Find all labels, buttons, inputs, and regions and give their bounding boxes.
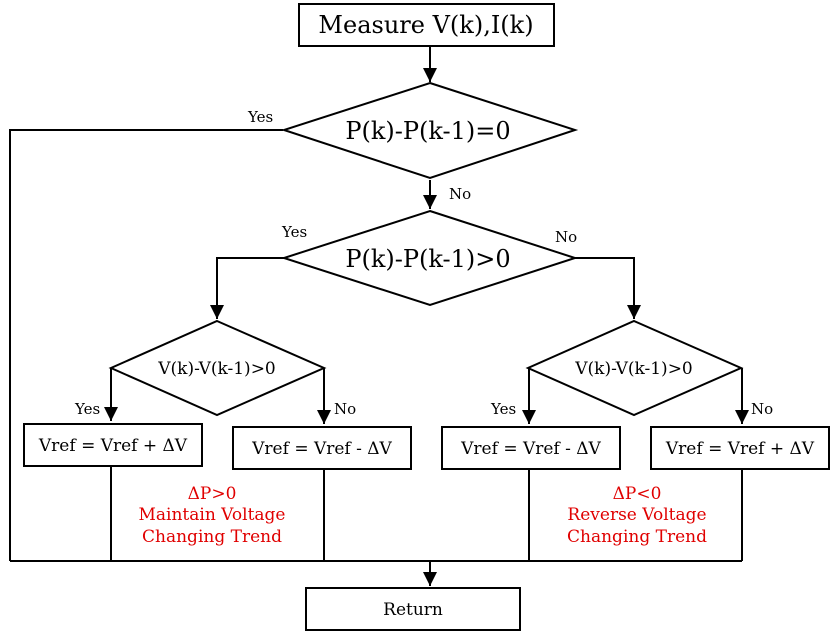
decision-greater (280, 209, 579, 307)
note-right-line-1: ΔP<0 (613, 484, 662, 504)
action-box-lr (232, 426, 412, 470)
action-rr-label: Vref = Vref + ΔV (665, 439, 815, 459)
note-left-line-2: Maintain Voltage (139, 505, 286, 525)
note-left-line-1: ΔP>0 (188, 484, 237, 504)
action-box-ll (23, 423, 203, 467)
note-right-line-2: Reverse Voltage (567, 505, 706, 525)
yes-label-left: Yes (74, 400, 100, 418)
note-left-line-3: Changing Trend (142, 527, 282, 547)
arrow-greater-yes (210, 257, 284, 319)
decision-v-right (525, 319, 744, 417)
action-rl-label: Vref = Vref - ΔV (460, 439, 601, 459)
action-box-rl (441, 426, 621, 470)
note-left: ΔP>0 Maintain Voltage Changing Trend (139, 484, 286, 547)
decision-v-left (108, 319, 327, 417)
decision-equal-label: P(k)-P(k-1)=0 (345, 117, 510, 145)
note-right-line-3: Changing Trend (567, 527, 707, 547)
line-equal-yes (9, 129, 283, 561)
action-lr-label: Vref = Vref - ΔV (251, 439, 392, 459)
return-box (305, 587, 521, 631)
no-label-equal: No (449, 185, 471, 203)
action-box-rr (650, 426, 830, 470)
arrow-greater-no (575, 257, 641, 319)
note-right: ΔP<0 Reverse Voltage Changing Trend (567, 484, 707, 547)
return-label: Return (383, 600, 443, 620)
decision-equal (280, 81, 579, 180)
connectors (9, 47, 749, 586)
no-label-greater: No (555, 228, 577, 246)
no-label-left: No (334, 400, 356, 418)
action-ll-label: Vref = Vref + ΔV (38, 436, 188, 456)
yes-label-right: Yes (490, 400, 516, 418)
yes-label-greater: Yes (281, 223, 307, 241)
no-label-right: No (751, 400, 773, 418)
measure-label: Measure V(k),I(k) (318, 11, 533, 39)
yes-label-equal: Yes (247, 108, 273, 126)
decision-v-left-label: V(k)-V(k-1)>0 (157, 359, 276, 379)
measure-box (298, 3, 555, 47)
decision-v-right-label: V(k)-V(k-1)>0 (574, 359, 693, 379)
decision-greater-label: P(k)-P(k-1)>0 (345, 245, 510, 273)
